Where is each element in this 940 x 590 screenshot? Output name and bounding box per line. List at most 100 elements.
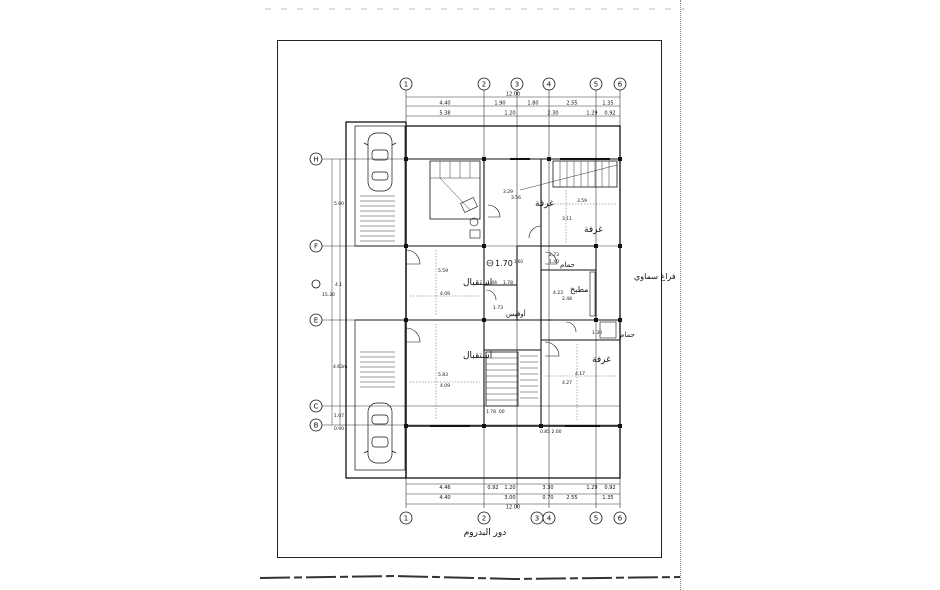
svg-text:2.30: 2.30: [547, 111, 558, 117]
stair-right-top: [519, 160, 618, 191]
svg-text:1.40: 1.40: [549, 259, 559, 265]
window-marks: [430, 158, 610, 427]
top-dimension-lines: [406, 96, 620, 505]
svg-text:2.55: 2.55: [566, 495, 577, 501]
svg-text:2.48: 2.48: [562, 296, 572, 302]
svg-text:2.73: 2.73: [549, 252, 559, 258]
svg-text:3.11: 3.11: [562, 216, 572, 222]
grid-bubble: [399, 77, 413, 91]
ramp-steps-bottom: [360, 351, 395, 388]
ramp-steps-top: [360, 195, 395, 242]
svg-text:3.56: 3.56: [511, 195, 521, 201]
svg-text:12.00: 12.00: [506, 92, 520, 98]
room-dimension-lines: [410, 190, 617, 420]
grid-bubbles-top: [399, 77, 627, 91]
scan-right-edge: [680, 0, 681, 590]
sheet-frame: [277, 40, 662, 558]
svg-text:4.27: 4.27: [562, 380, 572, 386]
svg-text:2.55: 2.55: [566, 101, 577, 107]
room-label: حمام: [560, 261, 575, 269]
scan-bottom-edge: [255, 570, 685, 590]
svg-text:4.1: 4.1: [335, 282, 342, 288]
grid-labels-left: H F E C B: [313, 156, 318, 430]
room-label: استقبال: [463, 351, 492, 361]
svg-text:1.29: 1.29: [586, 485, 597, 491]
level-marker: 1.70 1.60: [486, 259, 523, 268]
svg-text:3.30: 3.30: [542, 485, 553, 491]
grid-label: 5: [594, 81, 598, 89]
grid-label: 6: [618, 81, 623, 89]
svg-text:E: E: [314, 317, 318, 325]
svg-text:4.63m: 4.63m: [333, 364, 347, 370]
grid-labels-bottom: 1 2 3 4 5 6: [404, 515, 623, 523]
bottom-dimensions: 4.46 0.92 1.20 3.30 1.29 0.92 4.40 3.00 …: [439, 485, 615, 511]
room-label: أوفيس: [506, 309, 526, 318]
svg-text:15.30: 15.30: [322, 292, 335, 298]
door-swings: [405, 204, 577, 357]
car-icon-top: [363, 132, 397, 192]
svg-text:0.92: 0.92: [604, 485, 615, 491]
grid-bubble: [510, 77, 524, 91]
svg-text:0.90: 0.90: [334, 426, 344, 432]
room-label: مطبخ: [570, 285, 588, 294]
svg-text:1.70: 1.70: [495, 259, 513, 268]
room-dimensions: 3.29 3.56 3.11 3.59 5.59 4.09 5.83 4.09 …: [438, 189, 602, 435]
svg-text:4.40: 4.40: [439, 495, 450, 501]
room-label: غرفة: [592, 355, 611, 365]
svg-text:C: C: [314, 403, 319, 411]
grid-bubble: [542, 77, 556, 91]
svg-text:12.00: 12.00: [506, 505, 520, 511]
grid-bubble: [589, 77, 603, 91]
svg-text:3.29: 3.29: [503, 189, 513, 195]
grid-bubbles-left: [309, 152, 323, 432]
grid-labels-top: 1 2 3 4 5 6: [404, 81, 623, 89]
svg-text:1.35: 1.35: [602, 495, 613, 501]
svg-text:5.83: 5.83: [438, 372, 448, 378]
svg-text:F: F: [314, 243, 318, 251]
svg-text:1.60: 1.60: [514, 259, 523, 264]
grid-label: 1: [404, 81, 408, 89]
grid-label: 3: [515, 81, 519, 89]
top-dimensions: 12.00 4.40 1.90 1.80 2.55 1.35 5.38 1.20…: [439, 92, 615, 117]
svg-text:5.59: 5.59: [438, 268, 448, 274]
svg-text:3.00: 3.00: [504, 495, 515, 501]
room-label: حمام: [620, 331, 635, 339]
car-icon-bottom: [363, 402, 397, 464]
columns: [404, 157, 622, 428]
scan-top-edge: [260, 0, 690, 10]
svg-text:1: 1: [404, 515, 408, 523]
room-label: استقبال: [463, 278, 492, 288]
svg-text:3: 3: [535, 515, 539, 523]
left-dimension-lines: [331, 159, 347, 425]
svg-text:4.09: 4.09: [440, 383, 450, 389]
grid-lines-vertical: [405, 90, 621, 508]
outer-walls: [345, 121, 621, 479]
svg-text:4.09: 4.09: [440, 291, 450, 297]
svg-text:3.59: 3.59: [577, 198, 587, 204]
parking-ramps: [354, 125, 406, 471]
room-label: غرفة: [535, 199, 554, 209]
svg-text:1.73: 1.73: [493, 305, 503, 311]
svg-text:1.35: 1.35: [602, 101, 613, 107]
svg-text:5.90: 5.90: [334, 201, 344, 207]
svg-text:1.78 .00: 1.78 .00: [486, 409, 505, 415]
stair-lower: [485, 351, 538, 407]
room-labels: غرفة غرفة استقبال استقبال حمام مطبخ فراغ…: [463, 199, 676, 365]
svg-text:4: 4: [547, 515, 552, 523]
svg-text:4.40: 4.40: [439, 101, 450, 107]
left-dimensions: 5.90 4.1 15.30 4.63m 1.07 0.90: [322, 201, 347, 432]
grid-bubbles-bottom: [399, 511, 627, 525]
stair-top: [429, 160, 481, 220]
svg-text:0.85 2.00: 0.85 2.00: [540, 429, 562, 435]
svg-text:1.07: 1.07: [334, 413, 344, 419]
svg-text:1.44: 1.44: [487, 280, 497, 286]
grid-label: 2: [482, 81, 486, 89]
svg-text:H: H: [313, 156, 318, 164]
room-label: فراغ سماوي: [634, 272, 676, 281]
svg-text:1.78: 1.78: [503, 280, 513, 286]
svg-text:1.20: 1.20: [504, 485, 515, 491]
svg-text:4.46: 4.46: [439, 485, 450, 491]
svg-text:1.30: 1.30: [592, 330, 602, 336]
